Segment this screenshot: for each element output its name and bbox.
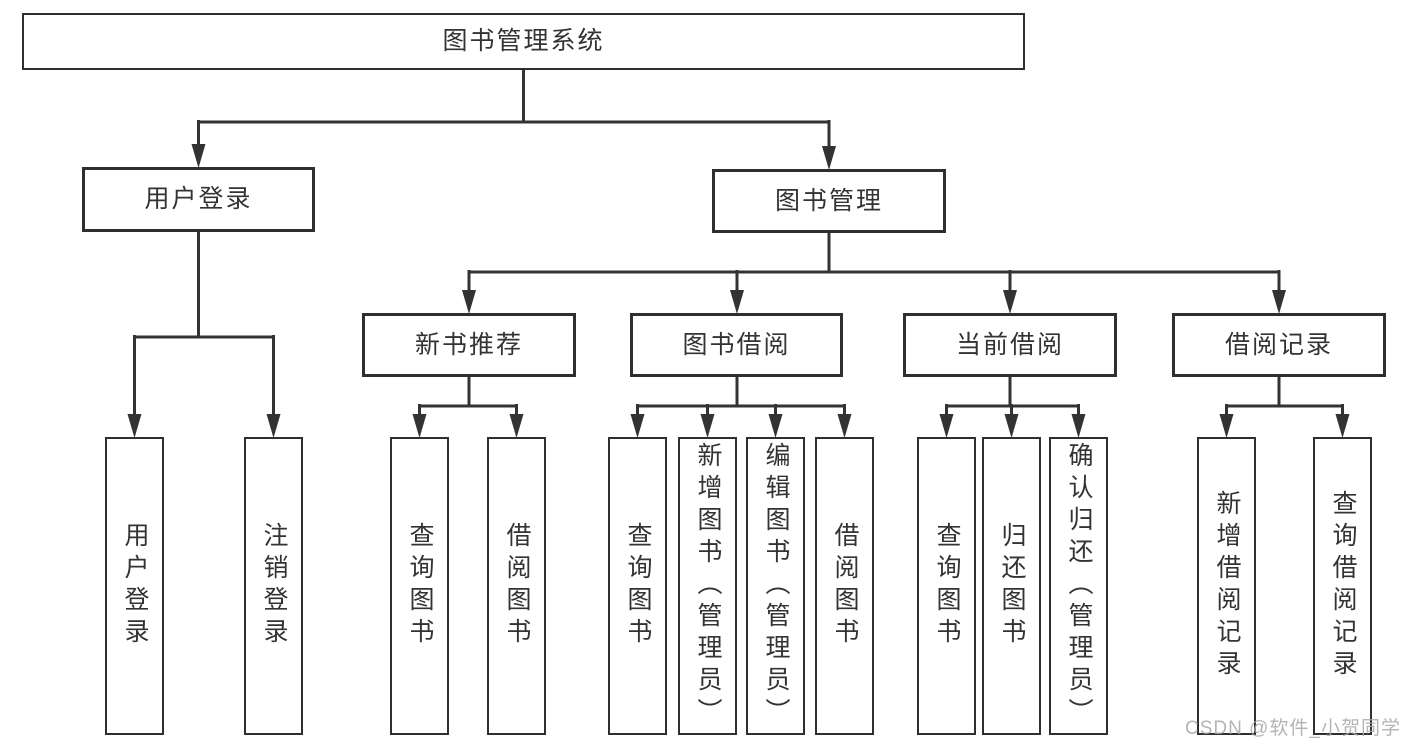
leaf-nb-query-books: 查询图书 [390,437,449,735]
node-library-system-root: 图书管理系统 [22,13,1025,70]
connector-borrow-records-branch [1225,377,1344,408]
connector-root-trunk [197,70,831,124]
leaf-br-add-record: 新增借阅记录 [1197,437,1256,735]
csdn-watermark: CSDN @软件_小贺同学 [1185,718,1401,739]
connector-current-borrow-branch [945,377,1080,408]
leaf-bb-borrow-books: 借阅图书 [815,437,874,735]
leaf-cb-query-books: 查询图书 [917,437,976,735]
leaf-bb-query-books: 查询图书 [608,437,667,735]
node-borrow-records: 借阅记录 [1172,313,1386,377]
connector-book-mgmt-branch [467,233,1281,274]
connector-user-login-branch [133,232,275,339]
connector-book-borrow-branch [636,377,846,408]
node-user-login: 用户登录 [82,167,315,232]
leaf-nb-borrow-books: 借阅图书 [487,437,546,735]
connector-new-book-branch [418,377,518,408]
leaf-cb-return-books: 归还图书 [982,437,1041,735]
leaf-bb-edit-books-admin: 编辑图书（管理员） [746,437,805,735]
leaf-logout-login: 注销登录 [244,437,303,735]
node-book-management: 图书管理 [712,169,946,233]
node-new-book-recommend: 新书推荐 [362,313,576,377]
node-current-borrow: 当前借阅 [903,313,1117,377]
leaf-bb-add-books-admin: 新增图书（管理员） [678,437,737,735]
leaf-user-login: 用户登录 [105,437,164,735]
leaf-br-query-record: 查询借阅记录 [1313,437,1372,735]
node-book-borrow: 图书借阅 [630,313,843,377]
leaf-cb-confirm-return-admin: 确认归还（管理员） [1049,437,1108,735]
